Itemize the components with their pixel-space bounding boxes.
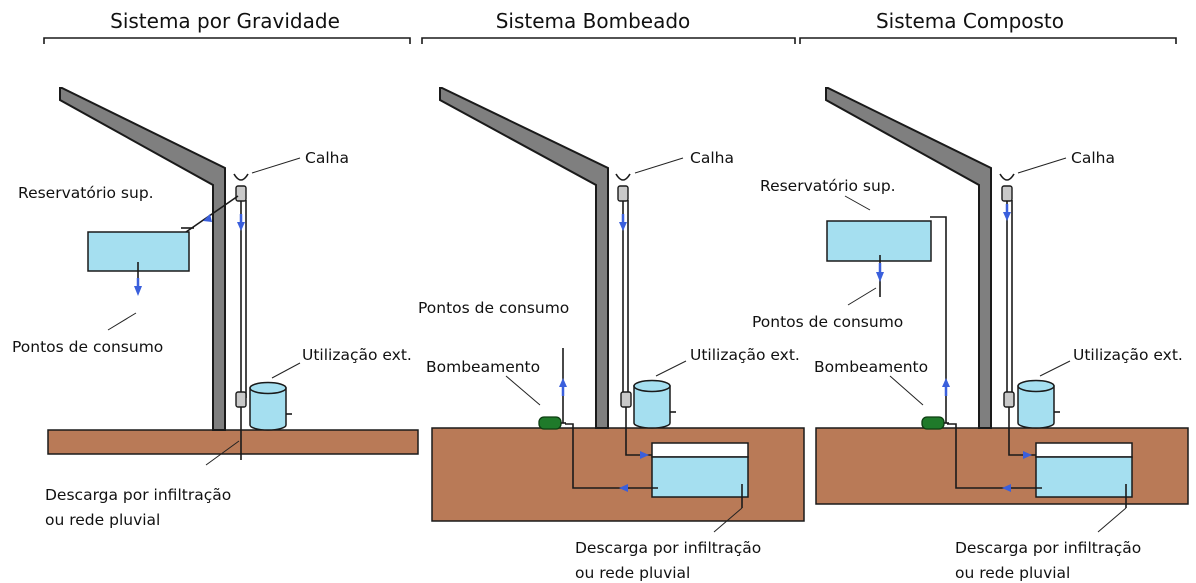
label-descarga-2: ou rede pluvial xyxy=(575,564,690,582)
cistern-water xyxy=(1035,456,1133,498)
suction-pipe xyxy=(947,423,1042,489)
filter-icon xyxy=(1003,391,1015,408)
label-descarga-1: Descarga por infiltração xyxy=(955,539,1141,557)
leader-line xyxy=(505,375,541,406)
leader-line xyxy=(205,440,240,466)
gutter-icon xyxy=(233,173,249,181)
cistern-air xyxy=(1035,442,1133,458)
flow-arrow-icon xyxy=(1023,451,1032,459)
flow-arrow-icon xyxy=(942,378,950,387)
label-utilizacao: Utilização ext. xyxy=(690,346,800,364)
building-wall-roof xyxy=(59,87,226,431)
filter-icon xyxy=(235,185,247,202)
label-descarga-2: ou rede pluvial xyxy=(45,511,160,529)
leader-line xyxy=(1097,507,1127,533)
label-bombeamento: Bombeamento xyxy=(426,358,540,376)
flow-arrow-icon xyxy=(876,272,884,282)
leader-line xyxy=(1017,157,1067,174)
supply-riser xyxy=(930,216,947,423)
barrel-top xyxy=(249,381,287,395)
leader-line xyxy=(713,507,743,533)
filter-icon xyxy=(1001,185,1013,202)
feed-pipe xyxy=(185,195,239,233)
barrel xyxy=(249,387,287,431)
ground xyxy=(47,429,419,455)
label-reservatorio: Reservatório sup. xyxy=(760,177,896,195)
panel-title: Sistema Bombeado xyxy=(496,9,691,33)
flow-arrow-icon xyxy=(619,484,628,492)
flow-arrow-icon xyxy=(559,378,567,387)
cistern-water xyxy=(651,456,749,498)
building-wall-roof xyxy=(439,87,609,429)
label-calha: Calha xyxy=(690,149,734,167)
pump-icon xyxy=(921,416,945,430)
barrel xyxy=(1017,385,1055,429)
flow-arrow-icon xyxy=(640,451,649,459)
upper-tank xyxy=(826,220,932,262)
gutter-icon xyxy=(615,173,631,181)
suction-pipe xyxy=(565,423,658,489)
cistern-air xyxy=(651,442,749,458)
leader-line xyxy=(655,360,687,377)
label-descarga-1: Descarga por infiltração xyxy=(575,539,761,557)
panel-composto: Sistema Composto Calha Reservató xyxy=(752,9,1189,582)
label-reservatorio: Reservatório sup. xyxy=(18,184,154,202)
panel-title: Sistema por Gravidade xyxy=(110,9,340,33)
label-descarga-1: Descarga por infiltração xyxy=(45,486,231,504)
flow-arrow-icon xyxy=(203,214,212,222)
leader-line xyxy=(1039,360,1071,377)
label-utilizacao: Utilização ext. xyxy=(1073,346,1183,364)
label-pontos: Pontos de consumo xyxy=(752,313,903,331)
leader-line xyxy=(844,195,871,211)
leader-line xyxy=(107,312,137,331)
barrel xyxy=(633,385,671,429)
label-pontos: Pontos de consumo xyxy=(12,338,163,356)
barrel-top xyxy=(633,379,671,393)
label-pontos: Pontos de consumo xyxy=(418,299,569,317)
flow-arrow-icon xyxy=(134,286,142,296)
label-bombeamento: Bombeamento xyxy=(814,358,928,376)
panel-title: Sistema Composto xyxy=(876,9,1064,33)
title-bracket xyxy=(799,37,1177,44)
panel-gravidade: Sistema por Gravidade Calha Reservatório… xyxy=(12,9,419,529)
label-descarga-2: ou rede pluvial xyxy=(955,564,1070,582)
title-bracket xyxy=(421,37,796,44)
gutter-icon xyxy=(999,173,1015,181)
pump-icon xyxy=(538,416,562,430)
filter-icon xyxy=(617,185,629,202)
flow-arrow-icon xyxy=(619,222,627,231)
label-calha: Calha xyxy=(1071,149,1115,167)
leader-line xyxy=(847,287,877,306)
label-calha: Calha xyxy=(305,149,349,167)
leader-line xyxy=(251,157,301,174)
leader-line xyxy=(634,157,684,174)
building-wall-roof xyxy=(825,87,992,429)
leader-line xyxy=(889,375,924,406)
filter-icon xyxy=(235,391,247,408)
flow-arrow-icon xyxy=(237,222,245,231)
barrel-top xyxy=(1017,379,1055,393)
leader-line xyxy=(271,362,301,379)
filter-icon xyxy=(620,391,632,408)
label-utilizacao: Utilização ext. xyxy=(302,346,412,364)
flow-arrow-icon xyxy=(1003,212,1011,221)
title-bracket xyxy=(43,37,411,44)
panel-bombeado: Sistema Bombeado Calha Pontos de consumo xyxy=(418,9,805,582)
flow-arrow-icon xyxy=(1002,484,1011,492)
